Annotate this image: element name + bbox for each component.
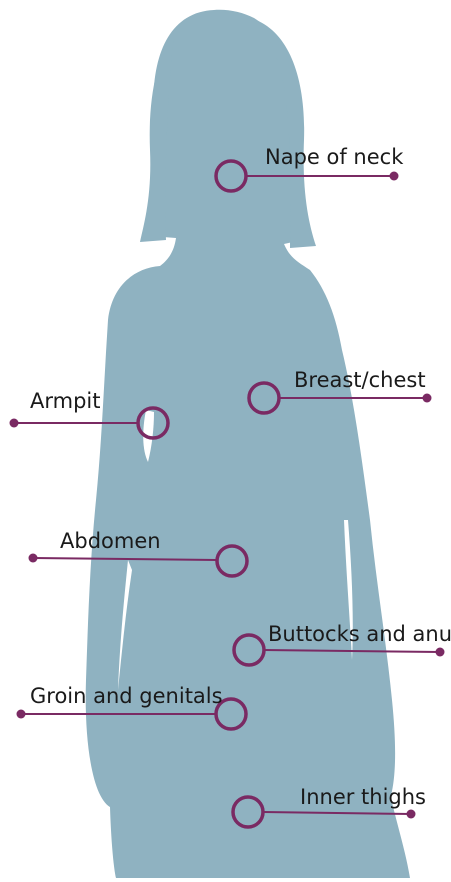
breast-dot [423, 394, 432, 403]
nape-dot [390, 172, 399, 181]
label-abdomen: Abdomen [60, 529, 161, 553]
abdomen-dot [29, 554, 38, 563]
groin-dot [17, 710, 26, 719]
buttocks-dot [436, 648, 445, 657]
label-thighs: Inner thighs [300, 785, 426, 809]
label-armpit: Armpit [30, 389, 101, 413]
label-nape: Nape of neck [265, 145, 404, 169]
label-breast: Breast/chest [294, 368, 426, 392]
label-groin: Groin and genitals [30, 684, 223, 708]
head-hair-shape [86, 10, 410, 878]
thighs-dot [407, 810, 416, 819]
armpit-dot [10, 419, 19, 428]
label-buttocks: Buttocks and anus [268, 622, 451, 646]
body-silhouette [86, 10, 410, 878]
